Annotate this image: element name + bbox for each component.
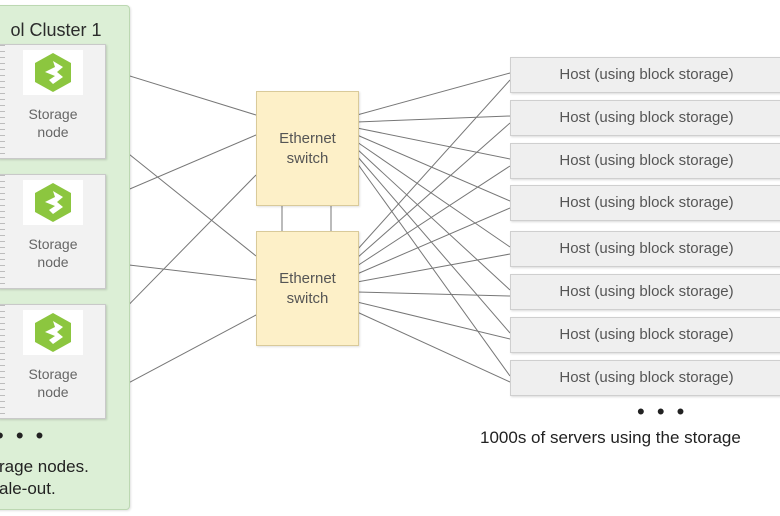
host-label: Host (using block storage) [559, 326, 734, 343]
node-rack-stripes [0, 175, 5, 288]
host-5: Host (using block storage) [510, 231, 780, 267]
host-label: Host (using block storage) [559, 369, 734, 386]
host-label: Host (using block storage) [559, 194, 734, 211]
host-8: Host (using block storage) [510, 360, 780, 396]
node-rack-stripes [0, 305, 5, 418]
storage-node-label: Storage node [28, 236, 78, 270]
ethernet-switch-2: Ethernet switch [256, 231, 359, 346]
host-7: Host (using block storage) [510, 317, 780, 353]
storage-node-1: Storage node [0, 44, 106, 159]
more-nodes-ellipsis: • • • [0, 423, 47, 448]
cluster-title: ol Cluster 1 [10, 20, 102, 40]
host-label: Host (using block storage) [559, 109, 734, 126]
host-2: Host (using block storage) [510, 100, 780, 136]
host-label: Host (using block storage) [559, 152, 734, 169]
servers-caption: 1000s of servers using the storage [480, 428, 741, 447]
switch-label: Ethernet switch [279, 129, 336, 167]
cluster-note: rage nodes. ale-out. [0, 457, 89, 498]
storage-node-2: Storage node [0, 174, 106, 289]
storage-logo-icon [23, 50, 83, 95]
storage-node-label: Storage node [28, 106, 78, 140]
node-rack-stripes [0, 45, 5, 158]
host-4: Host (using block storage) [510, 185, 780, 221]
host-label: Host (using block storage) [559, 240, 734, 257]
storage-node-label: Storage node [28, 366, 78, 400]
host-label: Host (using block storage) [559, 283, 734, 300]
host-1: Host (using block storage) [510, 57, 780, 93]
host-3: Host (using block storage) [510, 143, 780, 179]
host-6: Host (using block storage) [510, 274, 780, 310]
storage-logo-icon [23, 310, 83, 355]
switch-label: Ethernet switch [279, 269, 336, 307]
more-hosts-ellipsis: • • • [637, 399, 688, 424]
storage-node-3: Storage node [0, 304, 106, 419]
ethernet-switch-1: Ethernet switch [256, 91, 359, 206]
host-label: Host (using block storage) [559, 66, 734, 83]
storage-logo-icon [23, 180, 83, 225]
